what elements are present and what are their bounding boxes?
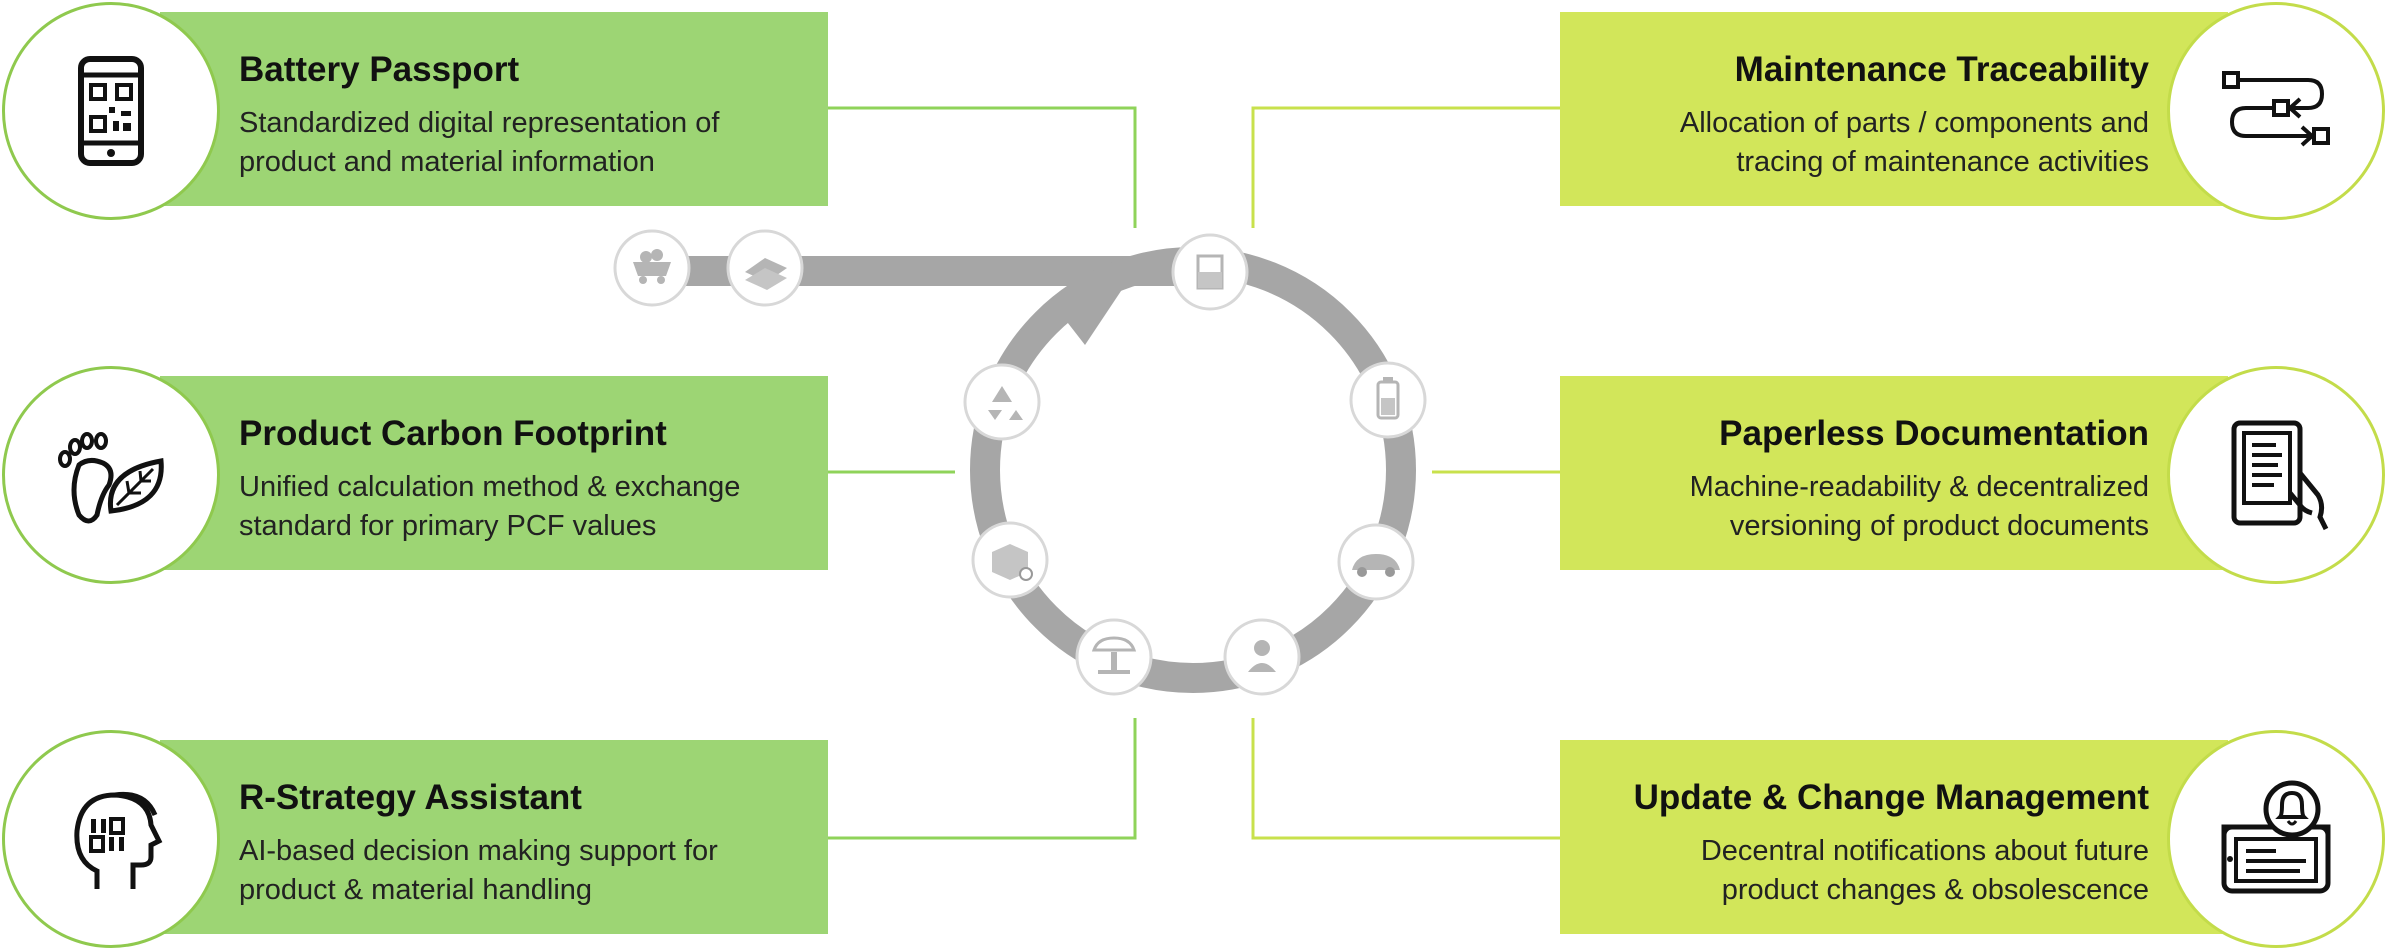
ai-heads-icon [2,730,220,948]
card-title: Battery Passport [239,50,520,89]
card-description: AI-based decision making support for pro… [239,832,808,910]
connector-maintenance [1251,106,1560,228]
recycle-icon [963,363,1041,441]
car-lift-icon [1075,618,1153,696]
desc-line: standard for primary PCF values [239,510,657,542]
card-battery-passport: Battery Passport Standardized digital re… [160,12,828,206]
lifecycle-ring [970,247,1416,693]
footprint-leaf-icon [2,366,220,584]
user-icon [1223,618,1301,696]
cycle-arrow-head [1050,255,1145,345]
box-gear-icon [971,521,1049,599]
desc-line: product and material information [239,146,655,178]
notification-tablet-icon [2167,730,2385,948]
card-title: Paperless Documentation [1719,414,2149,453]
card-description: Machine-readability & decentralized vers… [1580,468,2149,546]
connector-r-strategy [828,718,1137,840]
card-title: Maintenance Traceability [1734,50,2149,89]
desc-line: Machine-readability & decentralized [1689,471,2149,503]
tablet-document-icon [2167,366,2385,584]
card-description: Allocation of parts / components and tra… [1580,104,2149,182]
desc-line: Allocation of parts / components and [1679,107,2149,139]
trace-path-icon [2167,2,2385,220]
card-paperless-documentation: Paperless Documentation Machine-readabil… [1560,376,2228,570]
card-update-change-management: Update & Change Management Decentral not… [1560,740,2228,934]
mine-cart-icon [613,229,691,307]
desc-line: product changes & obsolescence [1721,874,2149,906]
card-product-carbon-footprint: Product Carbon Footprint Unified calcula… [160,376,828,570]
connector-battery-passport [828,106,1137,228]
desc-line: tracing of maintenance activities [1736,146,2149,178]
desc-line: versioning of product documents [1729,510,2149,542]
electric-car-icon [1337,523,1415,601]
battery-icon [1349,361,1427,439]
desc-line: AI-based decision making support for [239,835,718,867]
card-description: Unified calculation method & exchange st… [239,468,808,546]
card-title: R-Strategy Assistant [239,778,582,817]
connector-update [1251,718,1560,840]
card-title: Update & Change Management [1633,778,2149,817]
desc-line: product & material handling [239,874,593,906]
card-description: Decentral notifications about future pro… [1580,832,2149,910]
card-maintenance-traceability: Maintenance Traceability Allocation of p… [1560,12,2228,206]
card-r-strategy-assistant: R-Strategy Assistant AI-based decision m… [160,740,828,934]
desc-line: Unified calculation method & exchange [239,471,741,503]
desc-line: Decentral notifications about future [1700,835,2149,867]
smartphone-qr-icon [2,2,220,220]
raw-material-icon [726,229,804,307]
card-title: Product Carbon Footprint [239,414,667,453]
desc-line: Standardized digital representation of [239,107,720,139]
lab-beaker-icon [1171,233,1249,311]
card-description: Standardized digital representation of p… [239,104,808,182]
